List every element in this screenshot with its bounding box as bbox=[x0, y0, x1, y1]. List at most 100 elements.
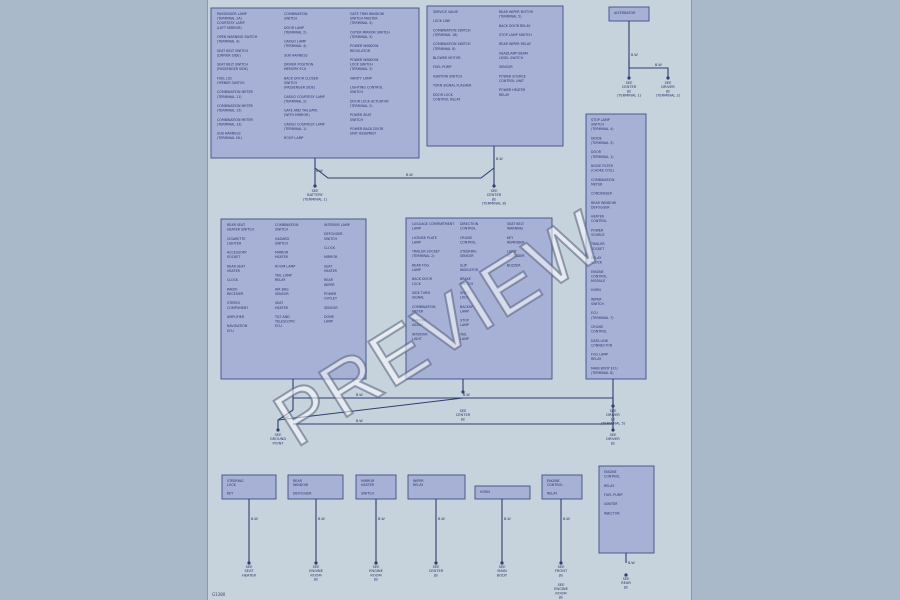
junction-label-line: JB bbox=[433, 573, 438, 577]
component-label: CONNECTOR bbox=[591, 343, 613, 347]
component-label: WARNING bbox=[507, 227, 524, 231]
component-label: LIGHTING CONTROL bbox=[350, 86, 383, 90]
component-label: LICENSE PLATE bbox=[412, 236, 437, 240]
junction-label-line: DRIVER bbox=[606, 413, 620, 417]
component-label: POWER SOURCE bbox=[499, 74, 526, 78]
connector-dot bbox=[611, 428, 615, 432]
component-label: CIGARETTE bbox=[227, 237, 246, 241]
component-label: INTERIOR LAMP bbox=[324, 223, 350, 227]
component-label: (TERMINAL 1A) bbox=[217, 17, 242, 21]
component-label: BACK DOOR RELAY bbox=[499, 24, 531, 28]
component-label-group: INTERIOR LAMPDEFOGGERSWITCHCLOCKMIRRORSE… bbox=[324, 223, 350, 324]
junction-label-line: JB bbox=[373, 578, 378, 582]
component-box bbox=[220, 218, 367, 380]
component-label: REAR FOG bbox=[412, 263, 429, 267]
component-label: SIGNAL bbox=[412, 296, 424, 300]
component-label: BUZZER bbox=[507, 263, 521, 267]
component-label: (WITH MIRROR) bbox=[284, 113, 310, 117]
diagram-sheet: PASSENGER LAMP(TERMINAL 1A)COURTESY LAMP… bbox=[207, 0, 692, 600]
component-label: CONDENSER bbox=[591, 192, 613, 196]
component-label: FUEL LID bbox=[217, 76, 232, 80]
component-label: SLIP bbox=[460, 263, 467, 267]
sheet-code: G1380 bbox=[212, 592, 226, 597]
component-label: (TERMINAL 1) bbox=[284, 127, 306, 131]
component-label: (TERMINAL 16) bbox=[433, 33, 458, 37]
component-label: REAR bbox=[324, 278, 334, 282]
component-label: CARGO COURTESY LAMP bbox=[284, 122, 325, 126]
component-label: (TERMINAL 2) bbox=[284, 99, 306, 103]
component-label: SERVICE VALVE bbox=[433, 10, 458, 14]
component-label: SWITCH bbox=[460, 282, 473, 286]
component-label: PARKING bbox=[412, 319, 427, 323]
component-label: STEREO bbox=[227, 301, 241, 305]
junction-label-line: SEE bbox=[373, 565, 381, 569]
component-label: (PASSENGER SIDE) bbox=[284, 86, 315, 90]
wire-color-label: B-W bbox=[316, 169, 323, 173]
component-label: WIPER bbox=[591, 297, 602, 301]
component-label: BACK DOOR CLOSER bbox=[284, 76, 319, 80]
connector-dot bbox=[434, 561, 438, 565]
component-label: REAR bbox=[293, 479, 303, 483]
junction-label-line: SEE bbox=[460, 409, 468, 413]
component-label: CLOCK bbox=[324, 246, 336, 250]
junction-label-line: JB bbox=[623, 585, 628, 589]
junction-label-line: ENGINE bbox=[369, 569, 383, 573]
component-label: ACCESSORY bbox=[227, 251, 248, 255]
component-label: GATE AND TAILGATE bbox=[284, 109, 317, 113]
component-label: AMPLIFIER bbox=[227, 315, 245, 319]
component-label: SHIFT bbox=[460, 291, 470, 295]
component-label: BLOWER MOTOR bbox=[433, 56, 461, 60]
component-label: OPEN WARNING SWITCH bbox=[217, 35, 258, 39]
component-label: SWITCH bbox=[591, 123, 604, 127]
component-label: VANITY LAMP bbox=[350, 76, 372, 80]
component-label: COMBINATION SWITCH bbox=[433, 28, 471, 32]
component-label: NAVIGATION bbox=[227, 324, 248, 328]
component-label-group: HORN bbox=[480, 490, 490, 494]
component-label: HEATER bbox=[275, 255, 289, 259]
junction-label-line: JB bbox=[558, 596, 563, 600]
junction-label-line: CENTER bbox=[487, 193, 502, 197]
component-label: STOP bbox=[460, 319, 469, 323]
wire-color-label: B-W bbox=[406, 173, 413, 177]
component-box bbox=[426, 5, 564, 147]
wire bbox=[628, 60, 669, 78]
component-label: ECU bbox=[227, 329, 234, 333]
component-label: DOME bbox=[324, 315, 334, 319]
component-label: (LEFT MIRROR) bbox=[217, 26, 242, 30]
component-label: UNIT ASSEMBLY bbox=[350, 132, 377, 136]
component-label: COMBINATION METER bbox=[217, 104, 254, 108]
component-box bbox=[585, 113, 647, 380]
wire bbox=[293, 423, 614, 430]
component-label: HORN bbox=[480, 490, 490, 494]
junction-label-line: ENGINE bbox=[554, 587, 568, 591]
component-label: TAIL LAMP bbox=[274, 274, 292, 278]
component-label: CONTROL UNIT bbox=[499, 79, 525, 83]
component-label: RELAY bbox=[275, 278, 286, 282]
component-label: DOOR LOCK ACTUATOR bbox=[350, 99, 389, 103]
component-label: (TERMINAL 4) bbox=[284, 44, 306, 48]
junction-label-line: ENGINE bbox=[309, 569, 323, 573]
junction-label-line: SEAT bbox=[245, 569, 255, 573]
component-label: SOURCE bbox=[591, 233, 605, 237]
junction-label-line: FRONT bbox=[555, 569, 568, 573]
component-label: DRIVER POSITION bbox=[284, 63, 314, 67]
component-label: REMINDER bbox=[507, 254, 525, 258]
component-label: REAR SEAT bbox=[227, 223, 246, 227]
component-label: SWITCH bbox=[284, 17, 297, 21]
component-box bbox=[407, 474, 466, 500]
component-label: LEVEL SWITCH bbox=[499, 56, 524, 60]
component-label: POWER bbox=[591, 228, 604, 232]
junction-label-line: BODY bbox=[497, 573, 508, 577]
component-label: (TERMINAL 4) bbox=[350, 21, 372, 25]
wire-color-label: B-W bbox=[438, 517, 445, 521]
component-label: INTERIOR bbox=[412, 332, 428, 336]
wiring-diagram: PASSENGER LAMP(TERMINAL 1A)COURTESY LAMP… bbox=[210, 5, 681, 600]
